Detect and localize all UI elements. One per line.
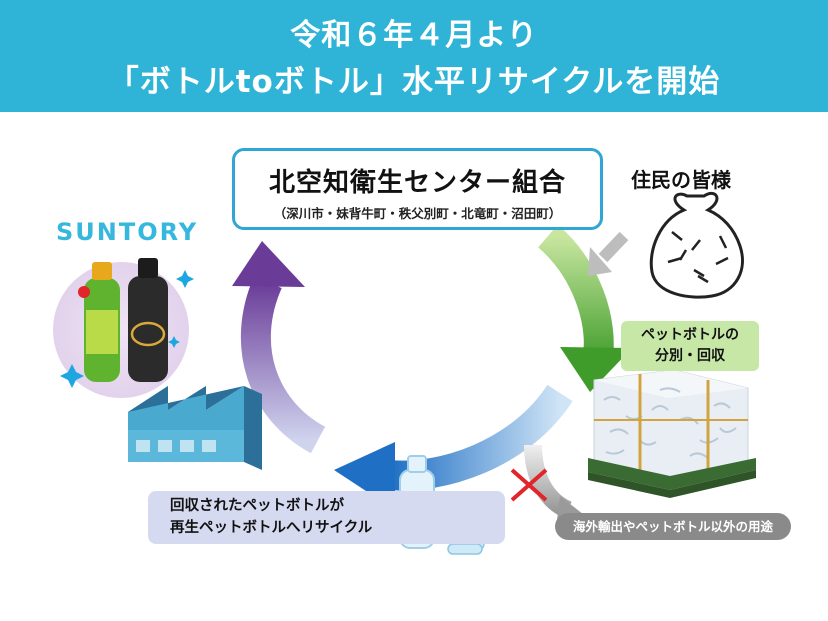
arrow-residents (588, 231, 629, 276)
collection-label: ペットボトルの 分別・回収 (621, 321, 759, 371)
header-title-line2: 「ボトルtoボトル」水平リサイクルを開始 (107, 64, 721, 100)
organization-name: 北空知衛生センター組合 (268, 168, 566, 198)
recycle-label: 回収されたペットボトルが 再生ペットボトルへリサイクル (148, 491, 505, 544)
recycle-label-line1: 回収されたペットボトルが (170, 498, 344, 514)
recycle-label-line2: 再生ペットボトルへリサイクル (170, 520, 373, 536)
factory-icon (128, 386, 262, 470)
header-banner: 令和６年４月より 「ボトルtoボトル」水平リサイクルを開始 (0, 0, 828, 112)
garbage-bag-icon (649, 191, 744, 299)
bottle-bale-icon (588, 369, 756, 498)
suntory-logo: SUNTORY (56, 218, 199, 246)
residents-label: 住民の皆様 (631, 168, 731, 192)
collection-label-line2: 分別・回収 (655, 348, 725, 364)
drink-bottles-icon (53, 258, 194, 398)
collection-label-line1: ペットボトルの (641, 327, 739, 343)
arrow-purple (232, 241, 326, 454)
excluded-use-label: 海外輸出やペットボトル以外の用途 (555, 513, 791, 540)
organization-box: 北空知衛生センター組合 （深川市・妹背牛町・秩父別町・北竜町・沼田町） (232, 148, 603, 230)
arrow-green (537, 224, 632, 392)
organization-members: （深川市・妹背牛町・秩父別町・北竜町・沼田町） (273, 206, 562, 221)
header-title-line1: 令和６年４月より (290, 18, 538, 53)
cross-mark-icon (510, 468, 548, 502)
